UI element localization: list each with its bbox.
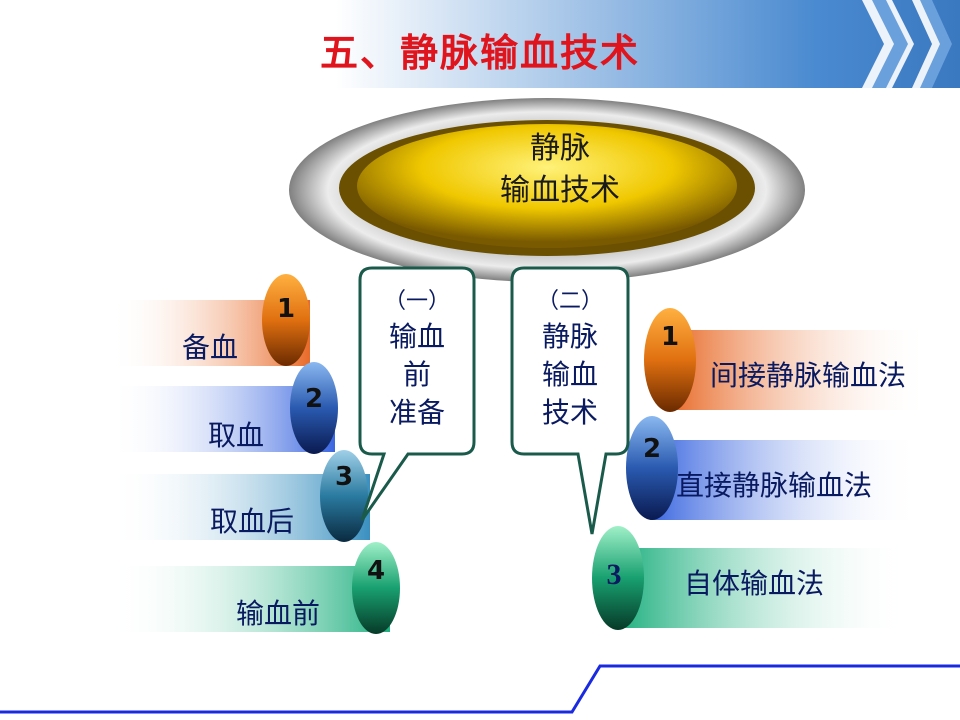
right-bubble-line-1: 静脉 bbox=[541, 320, 598, 353]
footer-accent-line bbox=[0, 664, 960, 714]
left-item-number-3: 3 bbox=[334, 462, 354, 492]
right-bar-1 bbox=[670, 330, 930, 410]
slide-title: 五、静脉输血技术 bbox=[319, 30, 640, 75]
left-pill-4 bbox=[352, 542, 400, 634]
left-item-label-2: 取血 bbox=[208, 419, 265, 452]
right-bubble-line-2: 输血 bbox=[541, 358, 598, 391]
right-bar-3 bbox=[620, 548, 910, 628]
left-item-label-4: 输血前 bbox=[236, 597, 321, 630]
left-item-label-1: 备血 bbox=[182, 331, 239, 364]
left-bubble-line-3: 准备 bbox=[388, 396, 445, 429]
right-bubble-text: （二） 静脉 输血 技术 bbox=[514, 286, 626, 432]
right-bar-2 bbox=[650, 440, 920, 520]
right-item-label-1: 间接静脉输血法 bbox=[710, 359, 907, 392]
left-item-label-3: 取血后 bbox=[210, 505, 295, 538]
left-item-number-1: 1 bbox=[276, 294, 296, 324]
left-item-number-2: 2 bbox=[304, 384, 324, 414]
left-bubble-line-2: 前 bbox=[402, 358, 431, 391]
right-item-number-3: 3 bbox=[606, 558, 622, 591]
left-bubble-number: （一） bbox=[383, 289, 450, 314]
right-bubble-number: （二） bbox=[536, 289, 603, 314]
right-item-label-3: 自体输血法 bbox=[684, 567, 825, 600]
right-bubble-line-3: 技术 bbox=[541, 396, 598, 429]
right-item-number-1: 1 bbox=[660, 322, 680, 352]
right-speech-bubble bbox=[510, 266, 630, 535]
left-pill-2 bbox=[290, 362, 338, 454]
left-item-number-4: 4 bbox=[366, 556, 386, 586]
left-pill-1 bbox=[262, 274, 310, 366]
left-bubble-text: （一） 输血 前 准备 bbox=[362, 286, 472, 432]
right-item-label-2: 直接静脉输血法 bbox=[676, 469, 873, 502]
header-banner bbox=[0, 0, 960, 88]
right-pill-1 bbox=[644, 308, 696, 412]
right-pill-3 bbox=[592, 526, 644, 630]
right-pill-2 bbox=[626, 416, 678, 520]
left-speech-bubble bbox=[358, 266, 476, 521]
left-pill-3 bbox=[320, 450, 368, 542]
right-item-number-2: 2 bbox=[642, 434, 662, 464]
center-line-1: 静脉 bbox=[530, 131, 590, 166]
center-topic: 静脉 输血技术 bbox=[440, 128, 680, 212]
left-bubble-line-1: 输血 bbox=[388, 320, 445, 353]
center-oval-gold bbox=[357, 124, 737, 248]
left-bar-4 bbox=[110, 566, 390, 632]
center-line-2: 输血技术 bbox=[500, 173, 620, 208]
